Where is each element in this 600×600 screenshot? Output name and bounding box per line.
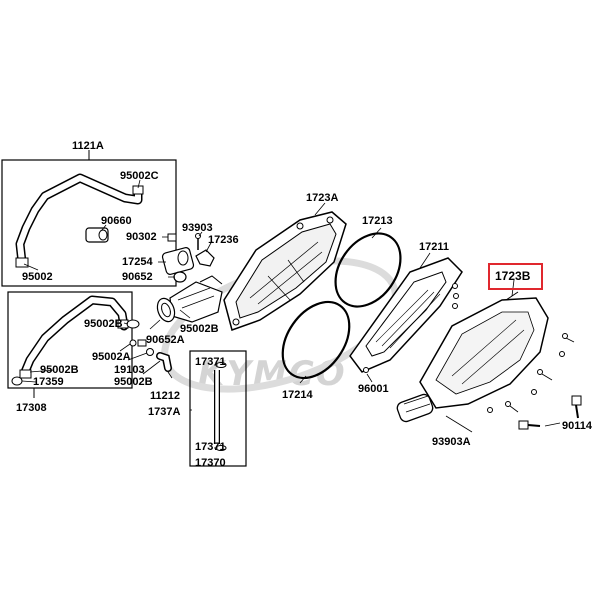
bolts-96001 [363, 283, 459, 373]
oring-17214 [281, 300, 351, 380]
clamp-95002B-upper [126, 319, 140, 329]
oring-17213 [334, 232, 402, 308]
label-93903: 93903 [182, 222, 213, 234]
label-96001: 96001 [358, 383, 389, 395]
bracket-17236 [195, 249, 215, 267]
label-11212: 11212 [150, 390, 180, 402]
screws-93903A [487, 333, 575, 413]
label-93903A: 93903A [432, 436, 471, 448]
label-17359: 17359 [33, 376, 64, 388]
label-1723A: 1723A [306, 192, 339, 204]
label-19103: 19103 [114, 364, 145, 376]
leader-lines [21, 179, 561, 449]
label-95002B-mid: 95002B [114, 376, 153, 388]
label-1121A: 1121A [72, 140, 104, 152]
label-95002B-upper: 95002B [84, 318, 123, 330]
label-17370: 17370 [195, 457, 226, 469]
fitting-90302 [167, 233, 177, 242]
label-17213: 17213 [362, 215, 393, 227]
label-95002-top: 95002 [22, 271, 53, 283]
connector-17254 [161, 247, 195, 275]
label-90660: 90660 [101, 215, 132, 227]
label-95002B-right: 95002B [180, 323, 219, 335]
air-cleaner-cover-1723B [396, 291, 549, 423]
label-1737A: 1737A [148, 406, 181, 418]
air-cleaner-case-1723A [223, 211, 347, 331]
label-17308: 17308 [16, 402, 47, 414]
hose-11212 [156, 352, 172, 372]
label-95002C: 95002C [120, 170, 159, 182]
label-17371-bottom: 17371 [195, 441, 226, 453]
fitting-95002A [129, 339, 147, 347]
rod-group-box [189, 350, 247, 467]
clip-90660 [85, 227, 109, 243]
label-90652A: 90652A [146, 334, 185, 346]
label-17371-top: 17371 [195, 356, 226, 368]
label-90302: 90302 [126, 231, 157, 243]
label-95002A: 95002A [92, 351, 131, 363]
label-1723B: 1723B [495, 269, 531, 283]
label-17254: 17254 [122, 256, 153, 268]
screw-93903 [195, 233, 201, 250]
label-95002B-left: 95002B [40, 364, 79, 376]
label-90114: 90114 [562, 420, 592, 432]
label-17214: 17214 [282, 389, 313, 401]
label-17211: 17211 [419, 241, 449, 253]
fitting-19103 [146, 348, 154, 356]
highlight-box-1723B [488, 263, 543, 290]
clamp-90652 [173, 271, 187, 283]
label-17236: 17236 [208, 234, 239, 246]
breather-tube [15, 173, 144, 268]
label-90652: 90652 [122, 271, 153, 283]
rod-part [214, 362, 227, 451]
bolts-90114 [518, 395, 582, 430]
